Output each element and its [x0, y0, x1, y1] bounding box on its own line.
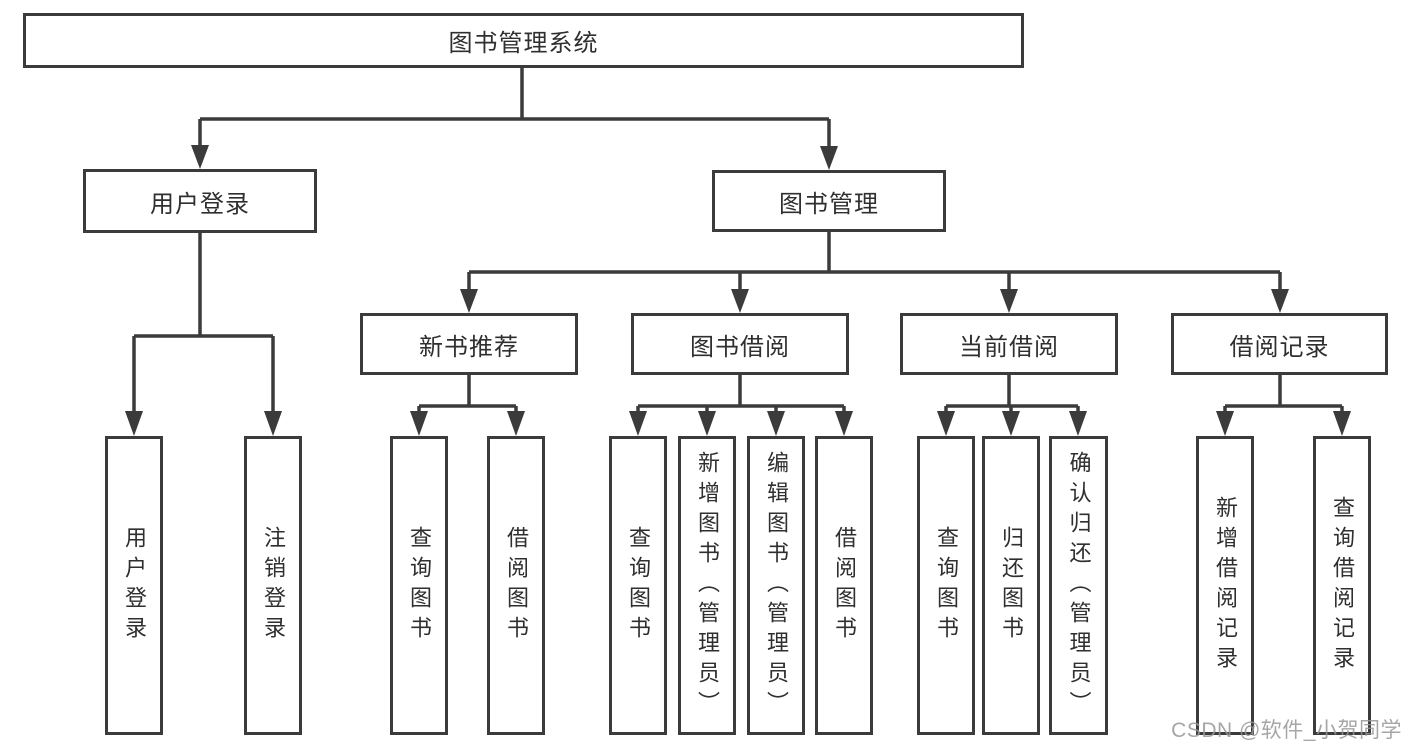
node-label: 确认归还（管理员） [1066, 450, 1092, 721]
node-label: 新增图书（管理员） [695, 450, 720, 721]
leaf-query-borrow-record: 查询借阅记录 [1313, 436, 1371, 735]
leaf-query-books: 查询图书 [917, 436, 975, 735]
leaf-confirm-return-admin: 确认归还（管理员） [1049, 436, 1108, 735]
node-label: 编辑图书（管理员） [764, 450, 789, 721]
node-label: 查询图书 [626, 525, 651, 646]
node-label: 新增借阅记录 [1213, 495, 1238, 676]
csdn-watermark: CSDN @软件_小贺同学 [1171, 719, 1402, 742]
leaf-query-books: 查询图书 [609, 436, 667, 735]
leaf-user-login: 用户登录 [105, 436, 163, 735]
leaf-edit-books-admin: 编辑图书（管理员） [747, 436, 805, 735]
leaf-return-books: 归还图书 [982, 436, 1040, 735]
node-label: 图书管理系统 [448, 30, 599, 57]
node-label: 图书管理 [779, 190, 879, 218]
node-label: 用户登录 [150, 190, 250, 218]
node-label: 当前借阅 [959, 333, 1059, 361]
node-label: 归还图书 [999, 525, 1024, 646]
node-current-borrowing: 当前借阅 [900, 313, 1118, 375]
leaf-query-books: 查询图书 [390, 436, 448, 735]
node-new-book-recommend: 新书推荐 [360, 313, 578, 375]
leaf-add-books-admin: 新增图书（管理员） [678, 436, 736, 735]
node-label: 借阅图书 [832, 525, 857, 646]
node-label: 图书借阅 [690, 333, 790, 361]
node-label: 查询图书 [934, 525, 959, 646]
leaf-logout: 注销登录 [244, 436, 302, 735]
node-label: 用户登录 [122, 525, 147, 646]
node-label: 借阅记录 [1229, 333, 1330, 361]
node-label: 注销登录 [261, 525, 286, 646]
node-label: 查询借阅记录 [1330, 495, 1355, 676]
node-book-borrowing: 图书借阅 [631, 313, 849, 375]
node-user-login: 用户登录 [83, 169, 317, 233]
node-label: 借阅图书 [504, 525, 529, 646]
node-borrowing-records: 借阅记录 [1171, 313, 1388, 375]
node-root-system: 图书管理系统 [23, 13, 1024, 68]
leaf-add-borrow-record: 新增借阅记录 [1196, 436, 1254, 735]
leaf-borrow-books: 借阅图书 [815, 436, 873, 735]
node-label: 查询图书 [407, 525, 432, 646]
node-label: 新书推荐 [419, 333, 519, 361]
leaf-borrow-books: 借阅图书 [487, 436, 545, 735]
node-book-management: 图书管理 [712, 170, 946, 232]
